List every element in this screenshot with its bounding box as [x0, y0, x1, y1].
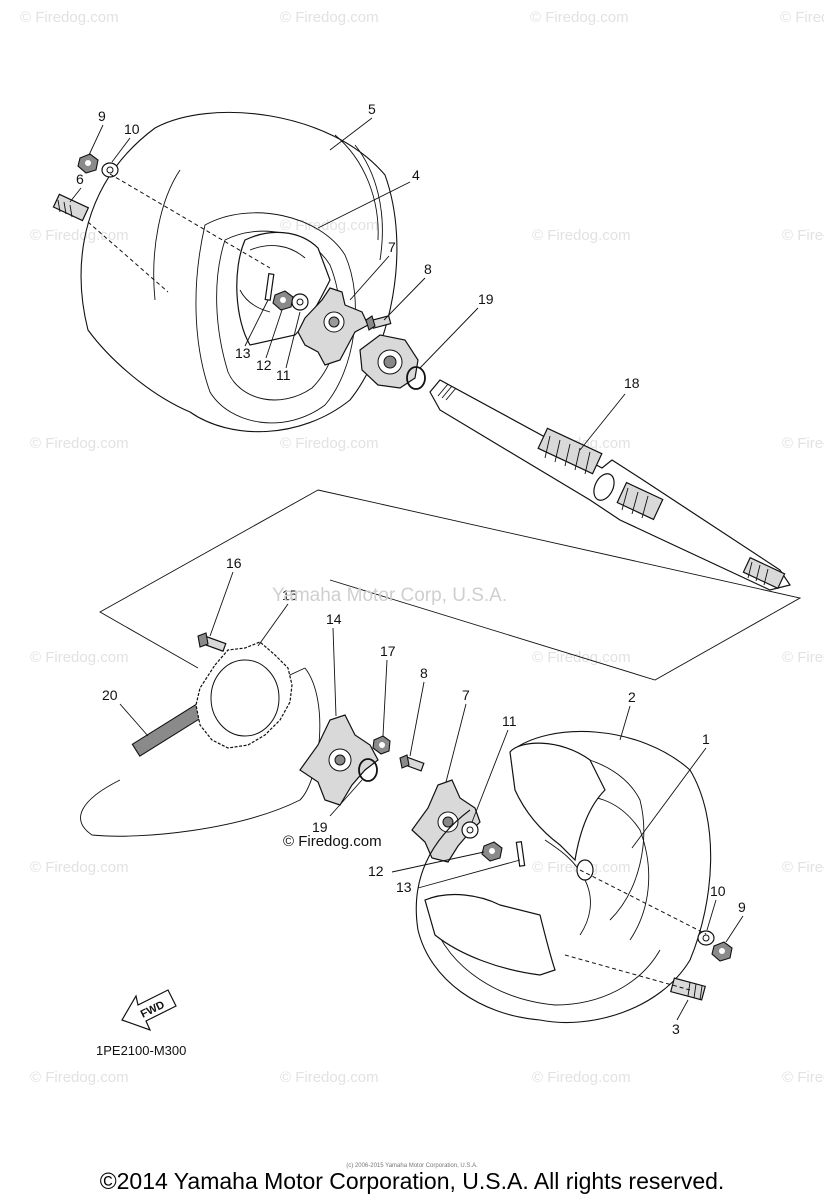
bolt-8-lower: [399, 754, 425, 772]
lower-callouts: 16 15 14 17 8 7 2 11 1 20 19 12 13: [102, 555, 746, 1037]
callout-label: 14: [326, 611, 342, 627]
watermark-text: © Firedog.com: [780, 9, 824, 26]
valve-stem-upper: [52, 193, 90, 222]
fine-print: (c) 2006-2015 Yamaha Motor Corporation, …: [346, 1163, 478, 1169]
bearing-housing-upper: [359, 334, 419, 389]
bolt-16: [197, 632, 227, 652]
washer-11-upper: [291, 293, 309, 311]
company-watermark: Yamaha Motor Corp, U.S.A.: [272, 585, 508, 606]
cotter-pin-13-lower: [515, 841, 526, 867]
callout-label: 6: [76, 171, 84, 187]
watermark-text: © Firedog.com: [782, 649, 824, 666]
callout-label: 9: [98, 108, 106, 124]
callout-label: 16: [226, 555, 242, 571]
watermark-text: © Firedog.com: [532, 1069, 631, 1086]
callout-label: 5: [368, 101, 376, 117]
callout-label: 10: [710, 883, 726, 899]
nut-9-upper: [77, 153, 99, 174]
callout-label: 7: [462, 687, 470, 703]
firedog-label: © Firedog.com: [283, 833, 382, 850]
callout-label: 15: [282, 587, 298, 603]
callout-label: 11: [502, 713, 517, 729]
callout-label: 4: [412, 167, 420, 183]
watermark-text: © Firedog.com: [280, 217, 379, 234]
callout-label: 10: [124, 121, 140, 137]
callout-label: 20: [102, 687, 118, 703]
alignment-line: [579, 869, 707, 935]
callout-label: 13: [396, 879, 412, 895]
sprocket-15: [195, 641, 293, 749]
nut-12-upper: [272, 290, 294, 311]
callout-label: 13: [235, 345, 251, 361]
rear-axle-18: [429, 379, 791, 591]
callout-label: 19: [478, 291, 494, 307]
callout-label: 2: [628, 689, 636, 705]
diagram-code: 1PE2100-M300: [96, 1043, 187, 1058]
callout-label: 7: [388, 239, 396, 255]
watermark-text: © Firedog.com: [530, 9, 629, 26]
watermark-text: © Firedog.com: [532, 227, 631, 244]
watermark-text: © Firedog.com: [280, 435, 379, 452]
callout-label: 18: [624, 375, 640, 391]
watermark-text: © Firedog.com: [20, 9, 119, 26]
watermark-text: © Firedog.com: [782, 227, 824, 244]
callout-label: 12: [256, 357, 272, 373]
watermark-text: © Firedog.com: [782, 1069, 824, 1086]
callout-label: 1: [702, 731, 710, 747]
watermark-text: © Firedog.com: [30, 859, 129, 876]
alignment-line: [87, 221, 169, 293]
lower-wheel-assembly: 16 15 14 17 8 7 2 11 1 20 19 12 13: [80, 555, 746, 1037]
watermark-text: © Firedog.com: [280, 1069, 379, 1086]
callout-label: 8: [420, 665, 428, 681]
watermark-text: © Firedog.com: [782, 435, 824, 452]
copyright-notice: ©2014 Yamaha Motor Corporation, U.S.A. A…: [99, 1168, 725, 1194]
watermark-text: © Firedog.com: [30, 1069, 129, 1086]
alignment-line: [109, 173, 271, 269]
upper-callouts: 9 10 6 5 4 7 8 19 13 12 11 18: [69, 101, 640, 451]
o-ring-19-lower: [358, 758, 378, 782]
upper-wheel-assembly: 9 10 6 5 4 7 8 19 13 12 11 18: [52, 101, 791, 591]
callout-label: 8: [424, 261, 432, 277]
wheel-hub-7-lower: [411, 779, 481, 863]
washer-10-lower: [697, 930, 715, 946]
callout-label: 12: [368, 863, 384, 879]
callout-label: 3: [672, 1021, 680, 1037]
washer-10-upper: [101, 162, 119, 178]
callout-label: 9: [738, 899, 746, 915]
o-ring-19-upper: [406, 366, 426, 390]
watermark-text: © Firedog.com: [30, 649, 129, 666]
callout-label: 19: [312, 819, 328, 835]
watermark-text: © Firedog.com: [30, 227, 129, 244]
nut-9-lower: [711, 941, 733, 962]
sprocket-hub-14: [299, 714, 379, 806]
chain-segment: [131, 701, 209, 757]
cotter-pin-13-upper: [264, 273, 275, 301]
callout-label: 17: [380, 643, 396, 659]
bolt-8-upper: [365, 315, 392, 331]
callout-label: 11: [276, 367, 291, 383]
nut-17: [372, 735, 391, 755]
washer-11-lower: [461, 821, 479, 839]
nut-12-lower: [481, 841, 503, 862]
watermark-text: © Firedog.com: [30, 435, 129, 452]
alignment-line: [564, 954, 691, 991]
watermark-text: © Firedog.com: [280, 9, 379, 26]
fwd-arrow: FWD: [121, 989, 177, 1032]
rim-lower: [424, 742, 606, 976]
section-outline: [99, 489, 802, 681]
wheel-hub-7-upper: [297, 287, 369, 366]
watermark-text: © Firedog.com: [782, 859, 824, 876]
